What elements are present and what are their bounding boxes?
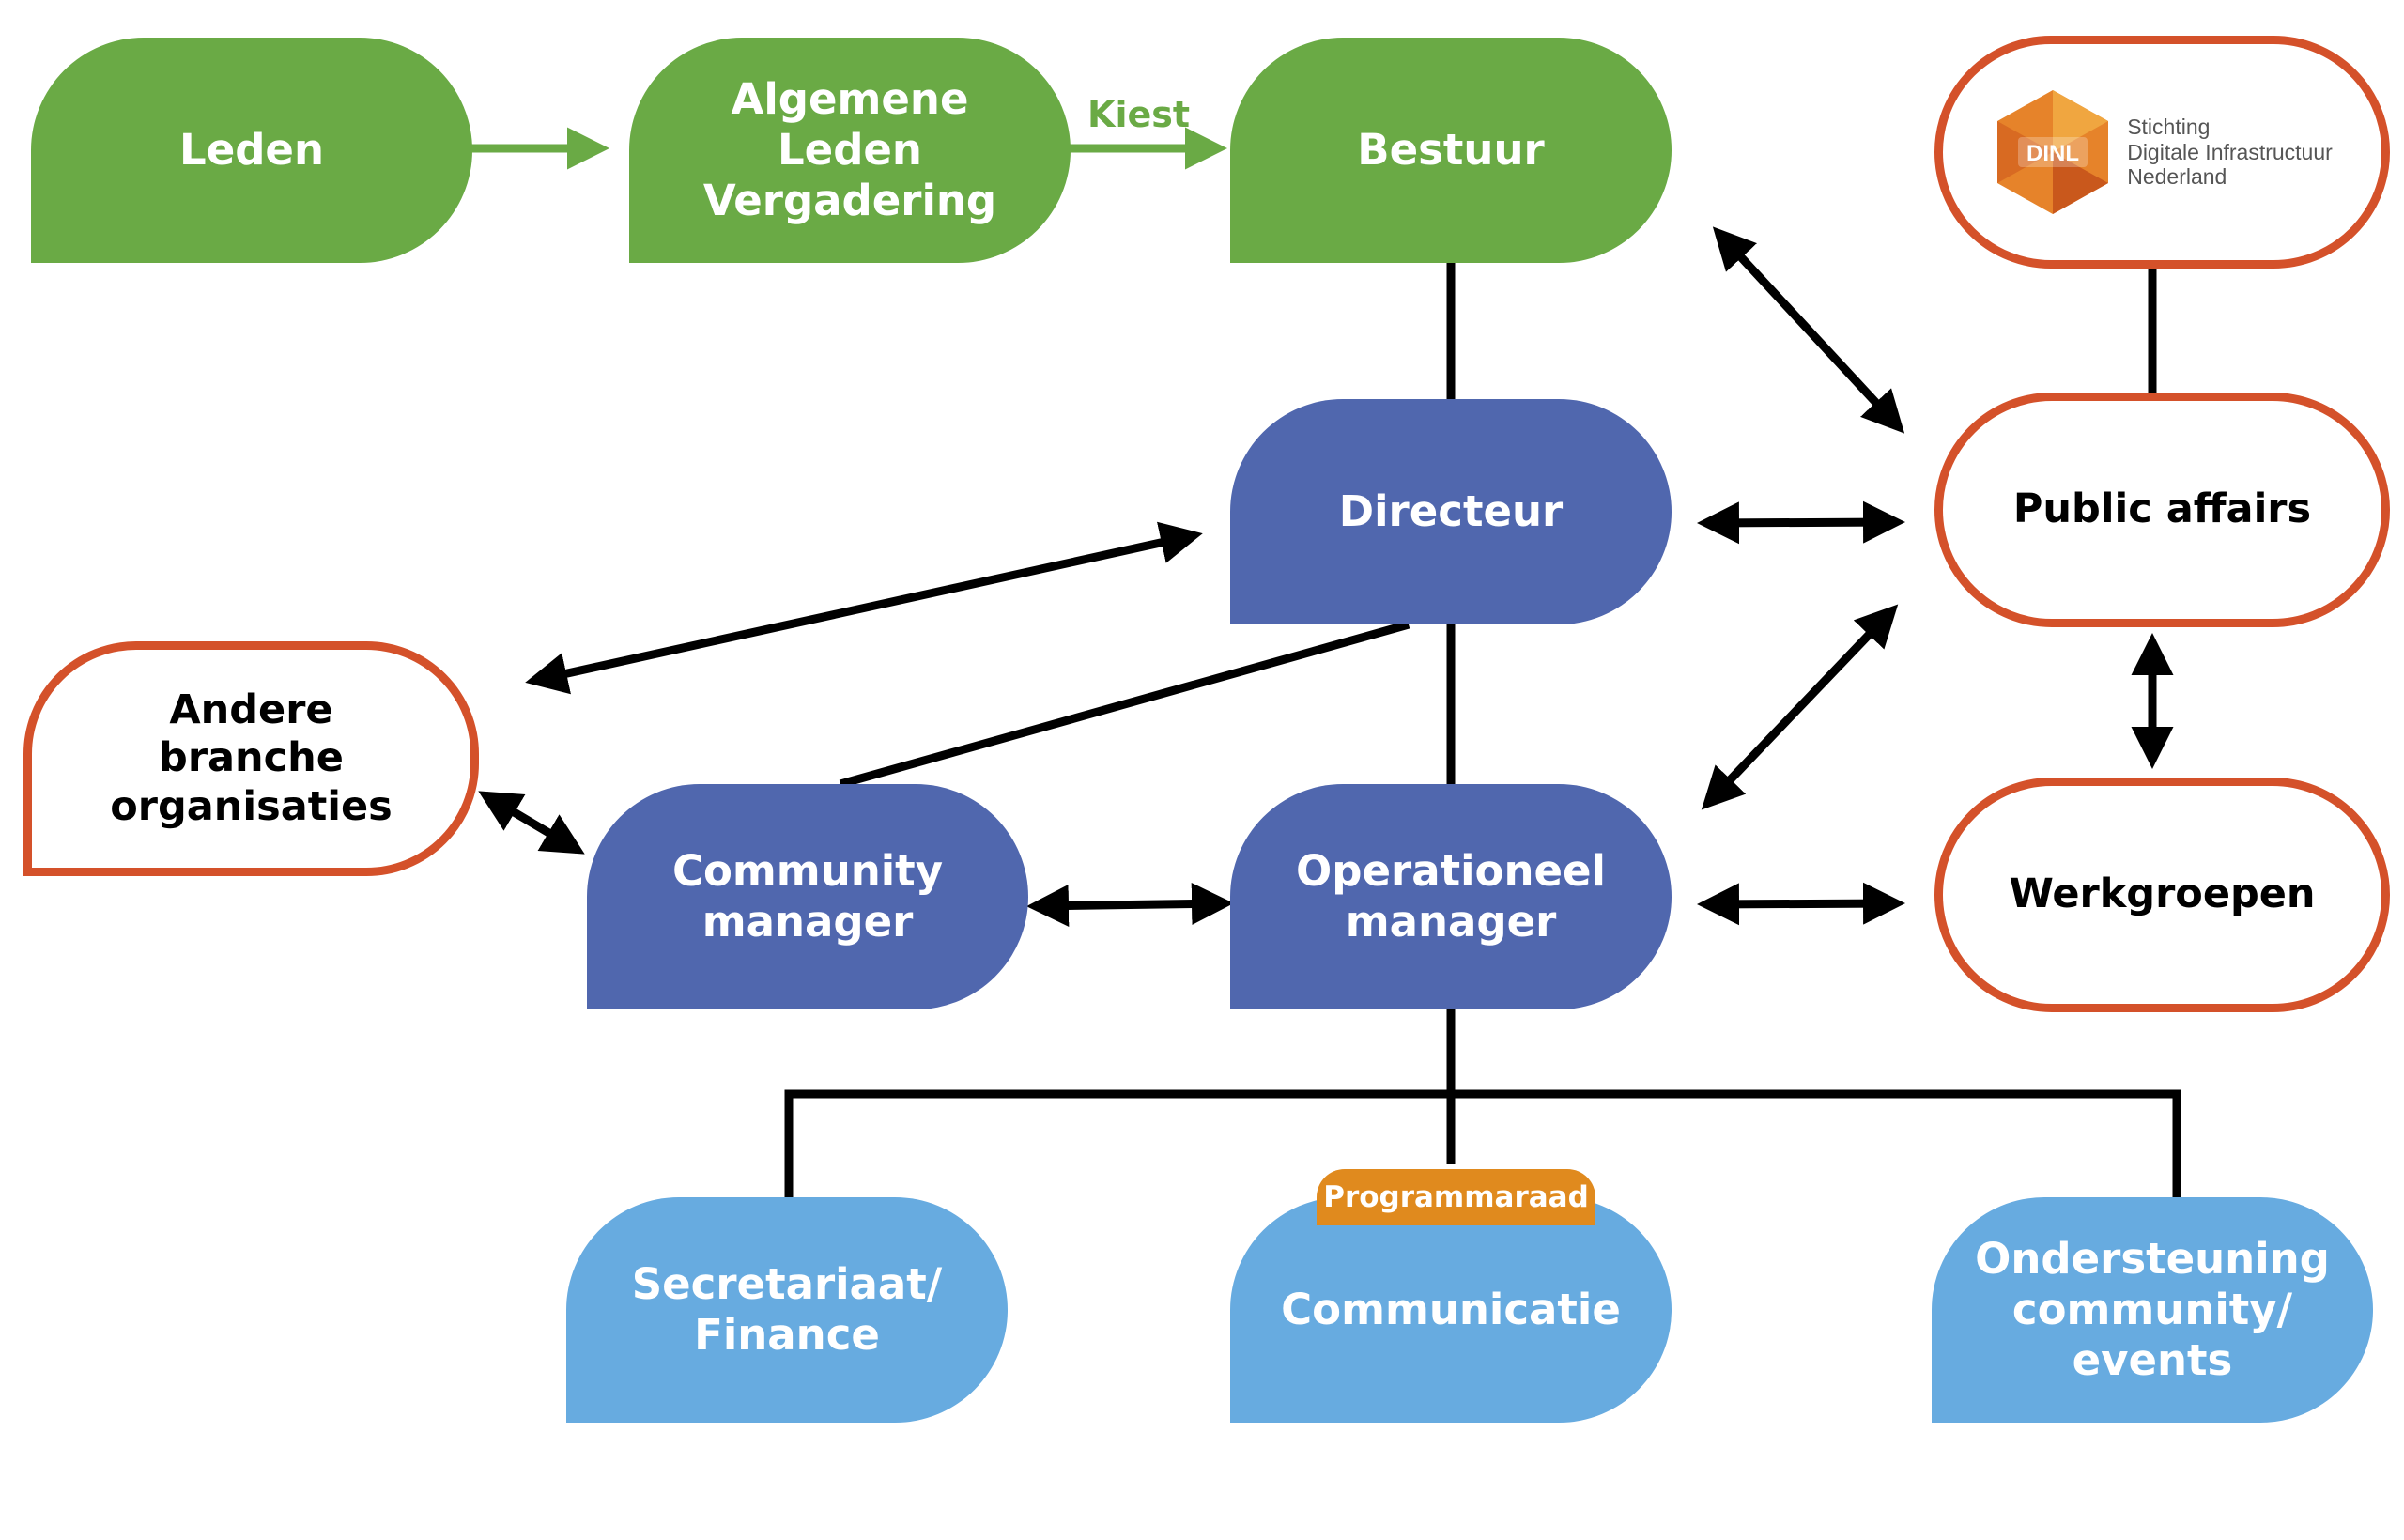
dinl-logo-text: Stichting Digitale Infrastructuur Nederl… — [2127, 115, 2333, 190]
node-werkgroepen[interactable]: Werkgroepen — [1934, 778, 2390, 1012]
arrow-directeur-publicaffairs — [1697, 500, 1905, 545]
edge-label-kiest: Kiest — [1087, 94, 1191, 135]
arrow-andere-community — [478, 791, 585, 855]
arrow-bestuur-publicaffairs — [1712, 226, 1905, 434]
node-directeur-label: Directeur — [1338, 486, 1564, 536]
dinl-logo: DINL Stichting Digitale Infrastructuur N… — [1992, 86, 2333, 218]
node-bestuur-label: Bestuur — [1357, 125, 1545, 175]
node-public-affairs-label: Public affairs — [2012, 485, 2312, 533]
node-public-affairs[interactable]: Public affairs — [1934, 393, 2390, 627]
badge-programmaraad: Programmaraad — [1317, 1169, 1595, 1225]
node-ondersteuning-label: Ondersteuning community/ events — [1975, 1234, 2330, 1385]
node-alv[interactable]: Algemene Leden Vergadering — [629, 38, 1071, 263]
node-operationeel-manager-label: Operationeel manager — [1296, 846, 1606, 947]
arrow-directeur-andere — [525, 521, 1203, 695]
node-dinl-logo[interactable]: DINL Stichting Digitale Infrastructuur N… — [1934, 36, 2390, 269]
node-alv-label: Algemene Leden Vergadering — [702, 74, 997, 225]
node-directeur[interactable]: Directeur — [1230, 399, 1672, 624]
dinl-mark: DINL — [2026, 141, 2079, 166]
node-secretariaat[interactable]: Secretariaat/ Finance — [566, 1197, 1008, 1423]
arrow-community-operationeel — [1026, 883, 1234, 927]
node-community-manager-label: Community manager — [671, 846, 944, 947]
node-bestuur[interactable]: Bestuur — [1230, 38, 1672, 263]
node-werkgroepen-label: Werkgroepen — [2009, 870, 2316, 918]
node-operationeel-manager[interactable]: Operationeel manager — [1230, 784, 1672, 1009]
node-communicatie[interactable]: Communicatie — [1230, 1197, 1672, 1423]
node-leden[interactable]: Leden — [31, 38, 472, 263]
dinl-hexagon-icon: DINL — [1997, 90, 2109, 214]
node-communicatie-label: Communicatie — [1281, 1285, 1621, 1334]
node-community-manager[interactable]: Community manager — [587, 784, 1028, 1009]
node-secretariaat-label: Secretariaat/ Finance — [631, 1259, 943, 1360]
node-ondersteuning[interactable]: Ondersteuning community/ events — [1932, 1197, 2373, 1423]
node-andere-branche[interactable]: Andere branche organisaties — [23, 641, 479, 876]
arrow-operationeel-werkgroepen — [1697, 882, 1905, 926]
arrow-operationeel-publicaffairs — [1701, 604, 1899, 810]
node-andere-branche-label: Andere branche organisaties — [110, 685, 393, 830]
line-directeur-community — [839, 620, 1410, 789]
node-leden-label: Leden — [179, 125, 324, 175]
line-tree-horizontal — [784, 1089, 2181, 1197]
